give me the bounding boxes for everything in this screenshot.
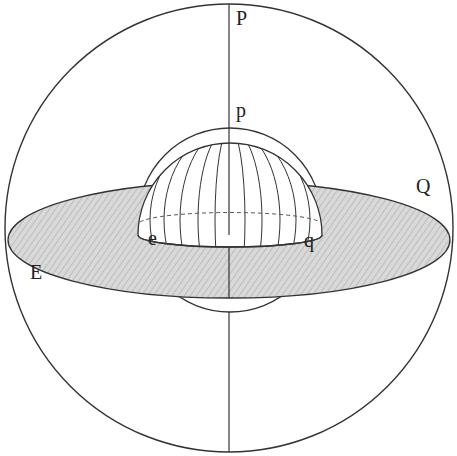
point-label: e	[148, 228, 157, 248]
globe-equator	[138, 235, 322, 247]
point-label: Q	[416, 176, 430, 196]
point-label: E	[30, 262, 42, 282]
meridian-line	[215, 128, 245, 312]
point-label: q	[304, 230, 314, 250]
meridian-line	[164, 128, 296, 312]
meridian-line	[150, 128, 310, 312]
celestial-sphere	[5, 4, 453, 452]
point-label: P	[236, 8, 247, 28]
polar-axis	[228, 4, 229, 452]
meridian-line	[180, 128, 280, 312]
point-label: p	[236, 100, 246, 120]
globe-upper	[138, 143, 322, 247]
meridian-line	[198, 128, 262, 312]
